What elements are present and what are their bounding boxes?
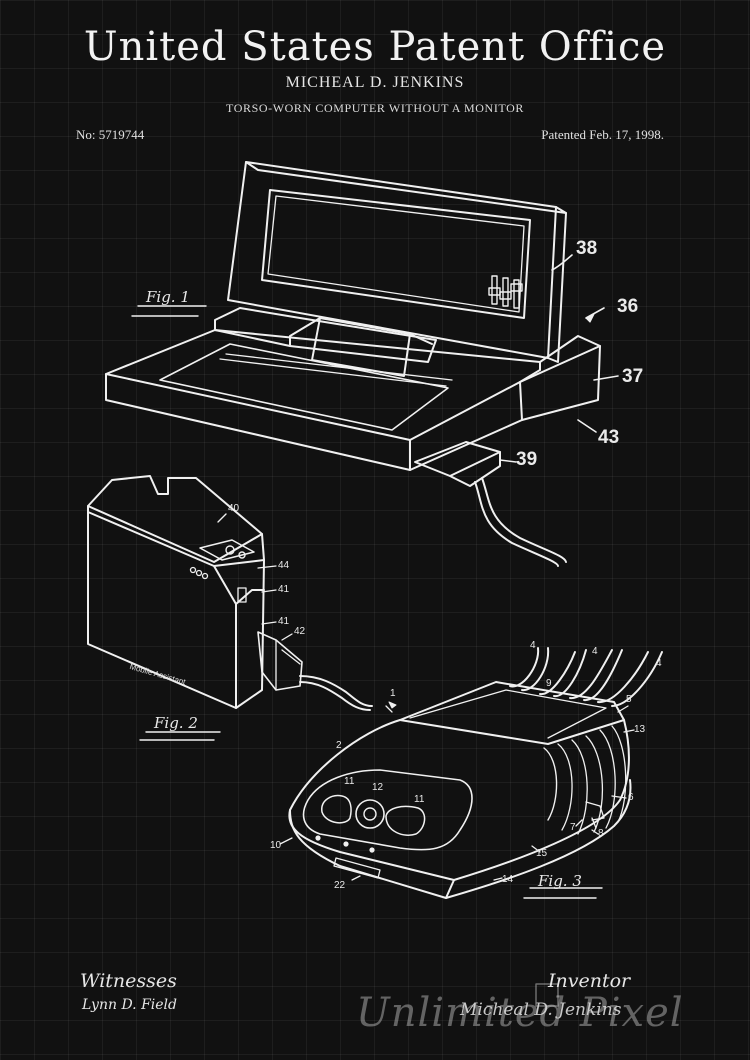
fig3-label-5: 5: [626, 694, 632, 705]
fig3-label-7: 7: [570, 822, 576, 833]
fig3-label-14: 14: [502, 874, 514, 885]
patent-number: No: 5719744: [76, 127, 145, 142]
inventor-signature: Micheal D. Jenkins: [460, 1000, 622, 1020]
stamp-box: [535, 983, 559, 1007]
fig3-label-15: 15: [536, 848, 548, 859]
fig3-label-6: 6: [628, 792, 634, 803]
fig3-label-22: 22: [334, 880, 346, 891]
fig1-label-38: 38: [576, 238, 598, 259]
witnesses-heading: Witnesses: [80, 970, 177, 992]
fig2-caption: Fig. 2: [154, 714, 198, 732]
fig2-label-42: 42: [294, 626, 306, 637]
fig3-label-2: 2: [336, 740, 342, 751]
fig2-device-drawing: [87, 475, 373, 741]
fig3-label-10: 10: [270, 840, 282, 851]
fig3-label-1: 1: [390, 688, 396, 699]
inventor-heading: Inventor: [548, 970, 631, 992]
fig1-label-36: 36: [617, 296, 639, 317]
fig3-unit-drawing: [279, 647, 663, 899]
fig3-label-4b: 4: [592, 646, 598, 657]
watermark: Unlimited Pixel: [356, 990, 684, 1036]
fig3-label-8: 8: [598, 828, 604, 839]
fig1-label-37: 37: [622, 366, 644, 387]
fig3-caption: Fig. 3: [538, 872, 582, 890]
witness-signature: Lynn D. Field: [82, 997, 177, 1013]
inventor-name: MICHEAL D. JENKINS: [285, 74, 465, 91]
fig1-label-43: 43: [598, 427, 620, 448]
fig2-label-40: 40: [228, 503, 240, 514]
fig3-label-13: 13: [634, 724, 646, 735]
patent-subtitle: TORSO-WORN COMPUTER WITHOUT A MONITOR: [226, 101, 524, 115]
fig3-label-4c: 4: [656, 658, 662, 669]
patent-date: Patented Feb. 17, 1998.: [541, 127, 664, 142]
fig1-caption: Fig. 1: [146, 288, 190, 306]
fig3-label-11b: 11: [414, 794, 425, 805]
page-title: United States Patent Office: [83, 24, 667, 70]
fig3-label-4a: 4: [530, 640, 536, 651]
fig3-label-9: 9: [546, 678, 552, 689]
fig1-laptop-drawing: [105, 161, 619, 567]
fig3-label-11a: 11: [344, 776, 355, 787]
fig2-label-41a: 41: [278, 584, 290, 595]
fig2-label-44: 44: [278, 560, 290, 571]
fig3-label-12: 12: [372, 782, 384, 793]
fig1-label-39: 39: [516, 449, 538, 470]
fig2-label-41b: 41: [278, 616, 290, 627]
